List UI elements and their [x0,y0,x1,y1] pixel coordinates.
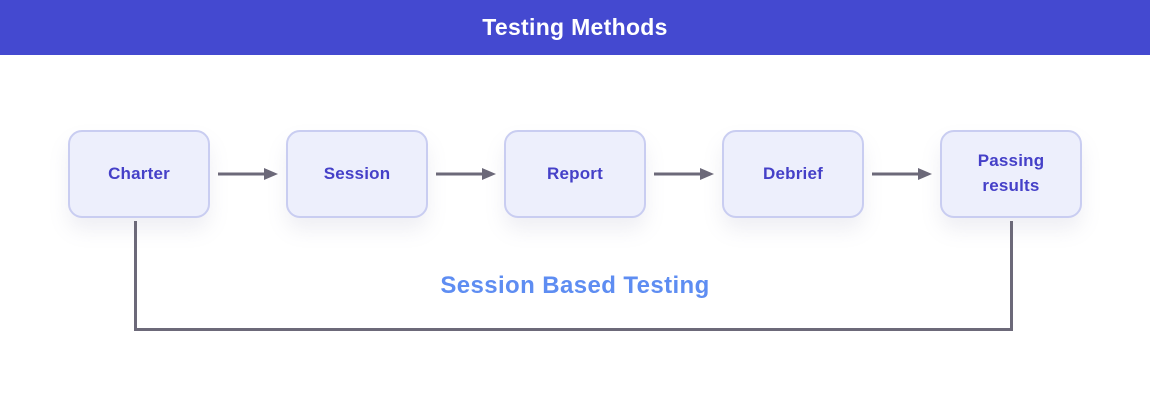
arrow-right-icon [872,168,932,180]
flow-node-debrief: Debrief [722,130,864,218]
flow-node-report: Report [504,130,646,218]
flow-node-passing-results: Passing results [940,130,1082,218]
flow-caption: Session Based Testing [440,272,710,299]
flow-node-label: Debrief [763,163,823,183]
arrow-right-icon [436,168,496,180]
feedback-loop-connector [134,221,1013,331]
page-title: Testing Methods [482,14,668,40]
flow-node-session: Session [286,130,428,218]
flow-node-charter: Charter [68,130,210,218]
arrow-right-icon [218,168,278,180]
title-bar: Testing Methods [0,0,1150,55]
flow-node-label: Session [323,163,391,183]
flow-node-label: Charter [108,163,170,183]
arrow-right-icon [654,168,714,180]
flow-node-label: Passing results [977,151,1045,195]
flow-node-label: Report [547,163,603,183]
